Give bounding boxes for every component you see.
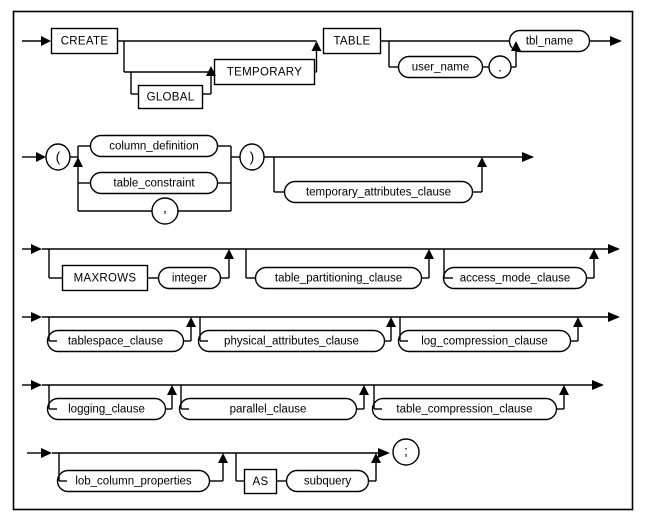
logging-clause-label: logging_clause — [68, 403, 145, 415]
row-4-group: tablespace_clause physical_attributes_cl… — [22, 312, 620, 353]
log-compression-clause-label: log_compression_clause — [421, 335, 548, 347]
close-paren-label: ) — [250, 149, 255, 165]
row-2-exit-arrow-icon — [522, 152, 534, 162]
comma-token-label: , — [163, 200, 167, 216]
subquery-label: subquery — [304, 475, 352, 487]
temporary-keyword-label: TEMPORARY — [227, 67, 302, 79]
row-3-opt3-merge-arrow-icon — [589, 249, 599, 259]
as-keyword-label: AS — [253, 476, 269, 488]
row-1-schema-merge-arrow-icon — [511, 41, 521, 51]
row-1-group: CREATE GLOBAL TEMPORARY TABLE — [22, 27, 622, 110]
row-4-opt3-merge-arrow-icon — [573, 317, 583, 327]
row-5-entry-arrow-icon — [31, 380, 42, 390]
row-1-exit-arrow-icon — [610, 36, 622, 46]
row-5-opt1-merge-arrow-icon — [167, 385, 177, 395]
semicolon-token-circle[interactable] — [392, 438, 420, 466]
row-1-temp-merge-arrow-icon — [311, 41, 322, 51]
create-keyword-label: CREATE — [61, 36, 109, 48]
diagram-border — [12, 10, 634, 511]
row-5-exit-arrow-icon — [592, 380, 604, 390]
table-keyword-label: TABLE — [333, 36, 370, 48]
global-keyword-label: GLOBAL — [147, 92, 195, 104]
column-definition-label: column_definition — [109, 140, 199, 152]
open-paren-label: ( — [56, 149, 61, 165]
table-constraint-label: table_constraint — [113, 177, 195, 189]
integer-label: integer — [172, 272, 207, 284]
row-3-group: MAXROWS integer table_partitioning_claus… — [22, 244, 620, 292]
row-1-entry-arrow-icon — [41, 36, 51, 46]
row-3-exit-arrow-icon — [608, 244, 620, 254]
dot-token-label: . — [498, 59, 502, 75]
table-partitioning-clause-label: table_partitioning_clause — [275, 272, 402, 284]
row-5-opt2-merge-arrow-icon — [359, 385, 369, 395]
row-4-opt1-merge-arrow-icon — [186, 317, 196, 327]
access-mode-clause-label: access_mode_clause — [460, 272, 571, 284]
row-3-opt1-merge-arrow-icon — [224, 249, 234, 259]
user-name-label: user_name — [412, 61, 470, 73]
row-2-opt-merge-arrow-icon — [477, 157, 487, 167]
row-5-group: logging_clause parallel_clause table_com… — [22, 380, 604, 421]
physical-attributes-clause-label: physical_attributes_clause — [224, 335, 359, 347]
row-5-opt3-merge-arrow-icon — [559, 385, 569, 395]
row-3-entry-arrow-icon — [31, 244, 42, 254]
row-6-group: lob_column_properties AS subquery ; — [27, 438, 420, 495]
row-4-exit-arrow-icon — [608, 312, 620, 322]
row-2-group: ( column_definition table_constraint , ) — [22, 134, 534, 225]
row-2-entry-arrow-icon — [36, 152, 46, 162]
table-compression-clause-label: table_compression_clause — [396, 403, 532, 415]
row-4-opt2-merge-arrow-icon — [386, 317, 396, 327]
row-6-semicolon-arrow-icon — [378, 448, 390, 458]
maxrows-keyword-label: MAXROWS — [74, 273, 137, 285]
row-6-opt2-merge-arrow-icon — [371, 453, 381, 463]
global-keyword-box[interactable] — [137, 84, 204, 110]
row-3-opt2-merge-arrow-icon — [424, 249, 434, 259]
row-6-entry-arrow-icon — [41, 448, 52, 458]
tbl-name-label: tbl_name — [526, 35, 573, 47]
row-1-global-merge-arrow-icon — [206, 66, 216, 76]
tablespace-clause-label: tablespace_clause — [68, 335, 163, 347]
row-2-loop-merge-arrow-icon — [73, 157, 83, 167]
temporary-attributes-clause-label: temporary_attributes_clause — [306, 186, 451, 198]
lob-column-properties-label: lob_column_properties — [75, 475, 192, 487]
comma-token-circle[interactable] — [151, 197, 179, 225]
row-6-opt1-merge-arrow-icon — [218, 453, 228, 463]
semicolon-token-label: ; — [404, 443, 408, 459]
parallel-clause-label: parallel_clause — [230, 403, 307, 415]
row-4-entry-arrow-icon — [31, 312, 42, 322]
